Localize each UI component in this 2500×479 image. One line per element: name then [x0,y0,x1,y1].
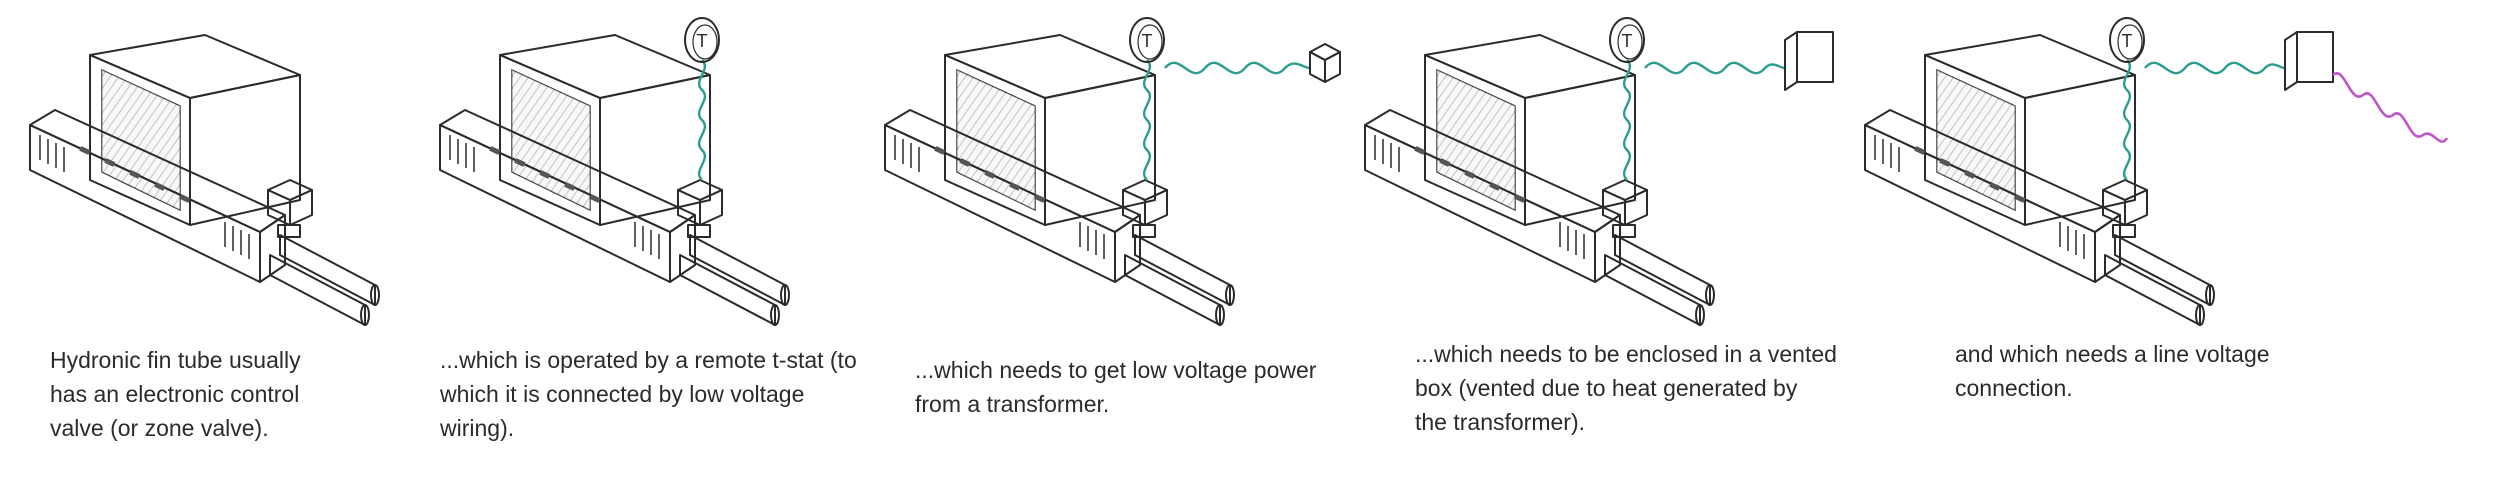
panel-1-illustration [29,34,380,326]
panel-1: Hydronic fin tube usually has an electro… [29,0,450,479]
thermostat-icon: T [2109,17,2145,63]
thermostat-letter: T [697,31,708,51]
caption-1-line-2: has an electronic control [50,381,300,407]
transformer-icon [1309,43,1341,83]
panel-2: T ...which is operated by a remote t-sta… [439,0,880,479]
caption-1-line-1: Hydronic fin tube usually [50,347,301,373]
thermostat-icon: T [684,17,720,63]
caption-4: ...which needs to be enclosed in a vente… [1415,337,1885,439]
vented-box-icon [2284,31,2334,91]
caption-3-line-2: from a transformer. [915,391,1110,417]
caption-3: ...which needs to get low voltage power … [915,353,1385,421]
thermostat-letter: T [1622,31,1633,51]
transformer-wire [1164,61,1311,75]
low-voltage-wire [697,59,707,181]
caption-1-line-3: valve (or zone valve). [50,415,269,441]
caption-4-line-1: ...which needs to be enclosed in a vente… [1415,341,1837,367]
thermostat-letter: T [2122,31,2133,51]
panel-5: T and which needs a line voltage connect… [1864,0,2465,479]
caption-3-line-1: ...which needs to get low voltage power [915,357,1317,383]
panel-5-illustration: T [1864,17,2449,326]
low-voltage-wire [1142,59,1152,181]
panel-4-illustration: T [1364,17,1834,326]
thermostat-icon: T [1609,17,1645,63]
panel-3: T ...which needs to get low voltage powe… [884,0,1365,479]
caption-2: ...which is operated by a remote t-stat … [440,343,910,445]
caption-5-line-1: and which needs a line voltage [1955,341,2270,367]
line-voltage-wire [2332,72,2449,143]
thermostat-icon: T [1129,17,1165,63]
panel-4: T ...which needs to be enclosed in a ven… [1364,0,1845,479]
caption-5-line-2: connection. [1955,375,2073,401]
low-voltage-wire [2122,59,2132,181]
transformer-wire [1644,61,1786,75]
transformer-wire [2144,61,2286,75]
caption-2-line-1: ...which is operated by a remote t-stat … [440,347,857,373]
panel-2-illustration: T [439,17,790,326]
caption-4-line-2: box (vented due to heat generated by [1415,375,1798,401]
low-voltage-wire [1622,59,1632,181]
thermostat-letter: T [1142,31,1153,51]
caption-1: Hydronic fin tube usually has an electro… [50,343,520,445]
vented-box-icon [1784,31,1834,91]
caption-2-line-2: which it is connected by low voltage [440,381,805,407]
caption-2-line-3: wiring). [440,415,515,441]
caption-4-line-3: the transformer). [1415,409,1585,435]
caption-5: and which needs a line voltage connectio… [1955,337,2425,405]
panel-3-illustration: T [884,17,1341,326]
